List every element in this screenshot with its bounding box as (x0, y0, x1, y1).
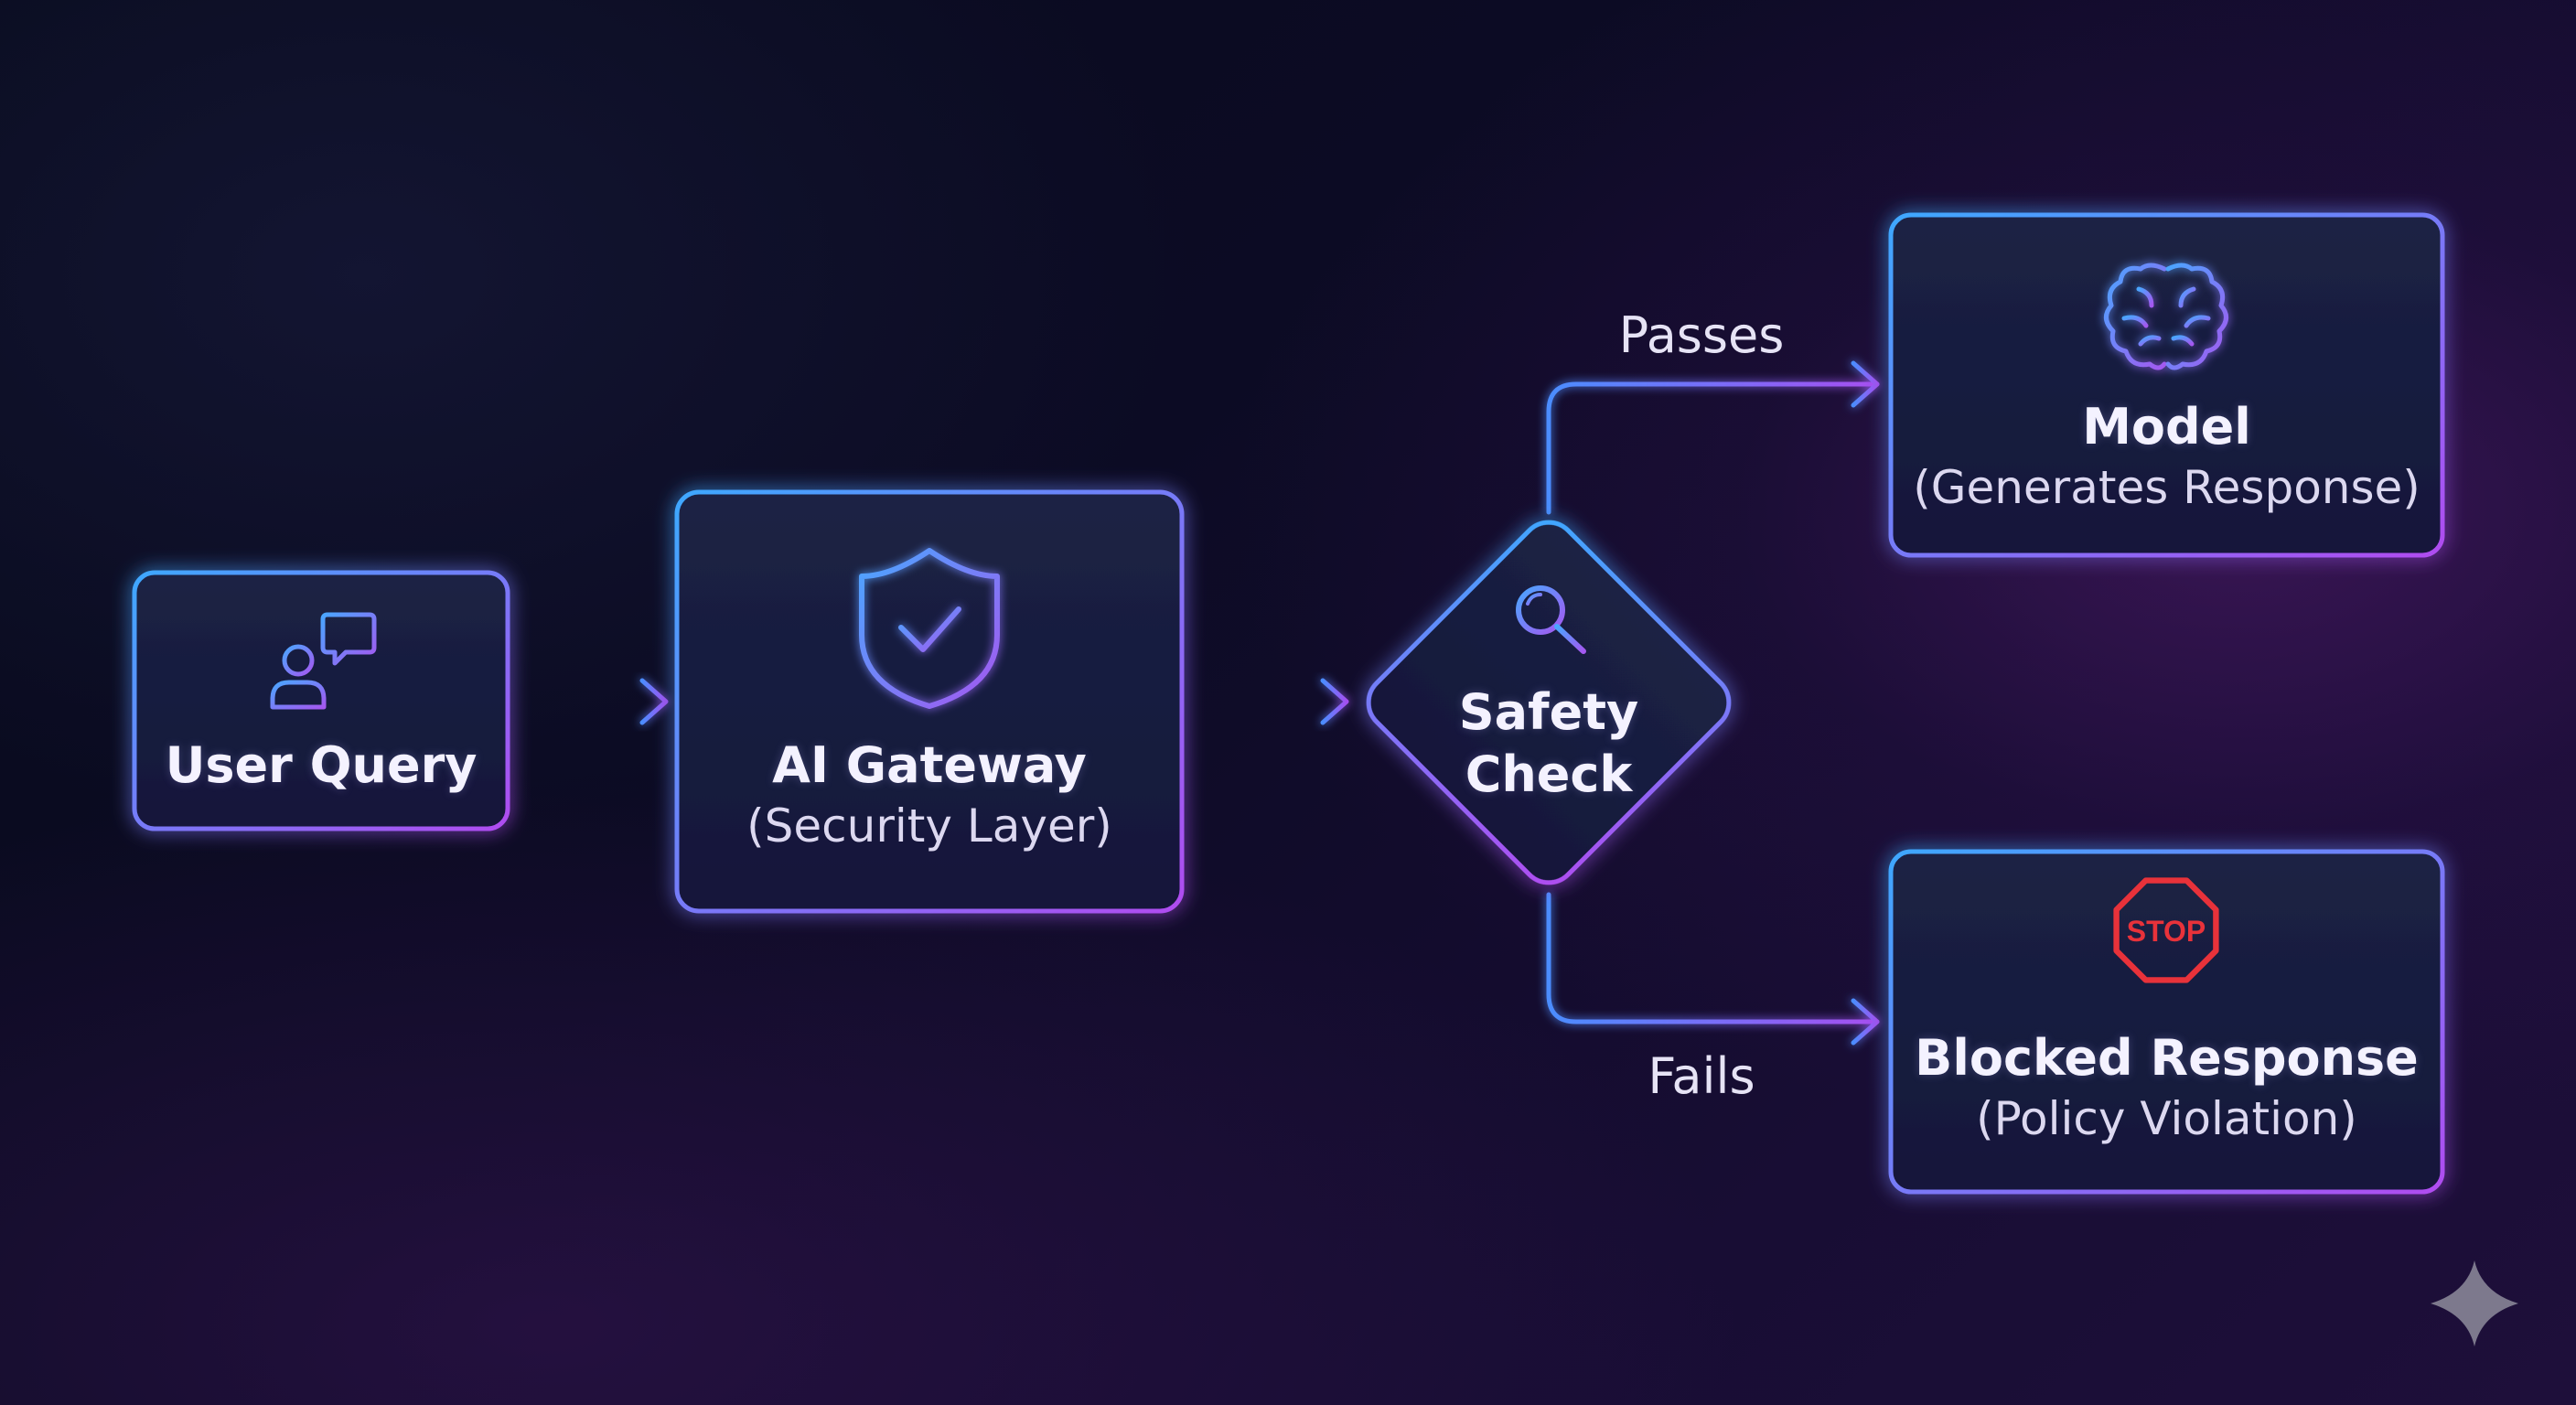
safety-check-node (1366, 520, 1732, 885)
user-chat-icon (270, 612, 377, 710)
stop-sign-icon: STOP (2113, 877, 2219, 983)
user-query-node (132, 570, 510, 831)
blocked-title: Blocked Response (1915, 1029, 2419, 1087)
model-title: Model (2082, 398, 2251, 456)
blocked-subtitle: (Policy Violation) (1976, 1092, 2357, 1145)
connector-passes (1546, 360, 1880, 515)
gateway-title: AI Gateway (772, 736, 1087, 794)
model-node (1888, 212, 2445, 558)
user-query-title: User Query (165, 736, 478, 794)
stop-sign-text: STOP (2127, 915, 2206, 948)
sparkle-icon (2431, 1260, 2518, 1346)
magnifier-icon (1516, 585, 1586, 654)
connector-user-to-gateway (510, 678, 669, 725)
safety-check-title-line1: Safety (1458, 683, 1639, 741)
passes-label: Passes (1618, 306, 1785, 364)
safety-check-title-line2: Check (1465, 745, 1633, 803)
model-subtitle: (Generates Response) (1913, 461, 2420, 514)
connector-gateway-to-check (1181, 678, 1349, 725)
shield-check-icon (859, 548, 1000, 709)
gateway-node (674, 489, 1185, 914)
blocked-node (1888, 849, 2445, 1195)
connector-fails (1546, 892, 1880, 1046)
gateway-subtitle: (Security Layer) (746, 799, 1112, 853)
fails-label: Fails (1648, 1047, 1755, 1105)
brain-icon (2104, 263, 2228, 370)
